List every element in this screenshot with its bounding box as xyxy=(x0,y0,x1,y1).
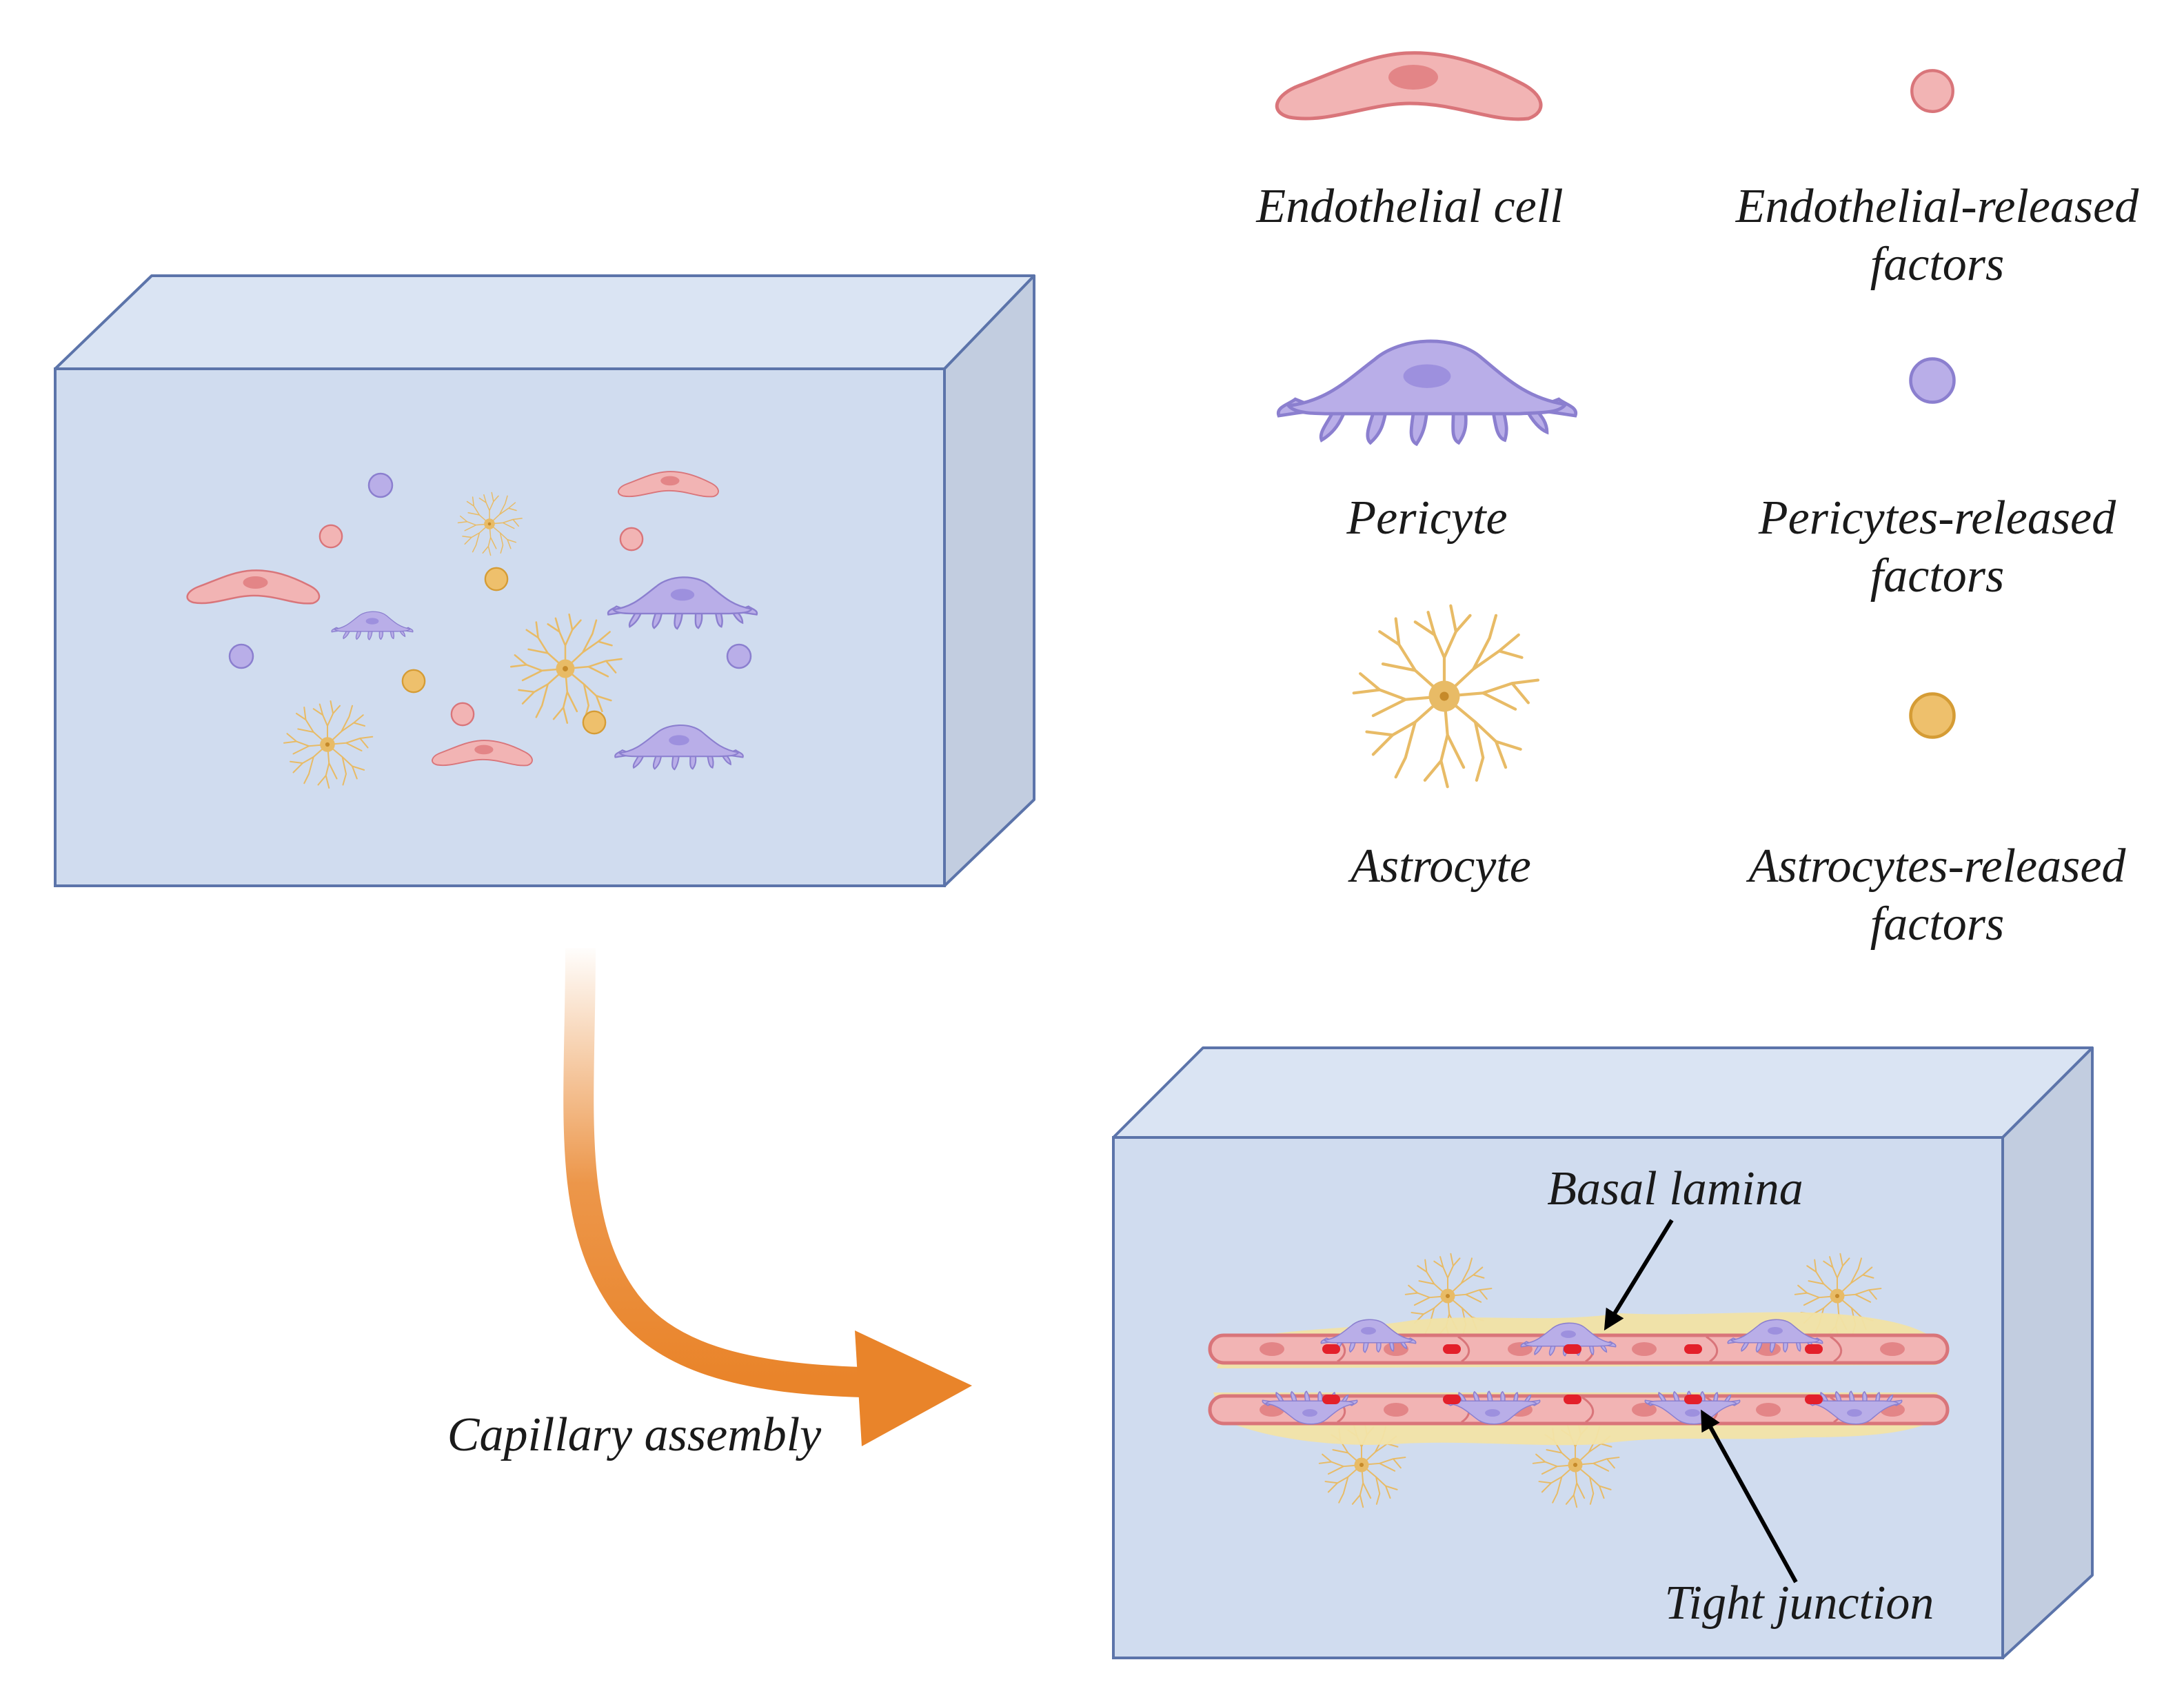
tight-junction xyxy=(1322,1344,1340,1354)
legend-astrocyte-icon xyxy=(1354,606,1538,787)
legend-astrocyte-factor-icon xyxy=(1911,694,1954,738)
astrocyte-factor xyxy=(582,710,607,735)
tight-junction xyxy=(1564,1395,1581,1404)
capillary-assembly-label: Capillary assembly xyxy=(447,1408,822,1461)
pericyte-factor xyxy=(367,472,394,498)
tight-junction xyxy=(1322,1395,1340,1404)
capillary-assembly-arrow xyxy=(563,947,972,1446)
legend xyxy=(1277,53,1954,787)
culture-box-capillary xyxy=(1112,1046,2094,1659)
endothelial-factor xyxy=(450,702,475,727)
tight-junction-label: Tight junction xyxy=(1664,1577,1934,1630)
legend-astrocyte-label: Astrocyte xyxy=(1351,840,1531,893)
basal-lamina-label: Basal lamina xyxy=(1547,1162,1803,1215)
legend-pericyte-icon xyxy=(1278,341,1576,444)
tight-junction xyxy=(1805,1344,1823,1354)
astrocyte-factor xyxy=(401,669,426,693)
pericyte-factor xyxy=(228,643,254,669)
tight-junction xyxy=(1564,1344,1581,1354)
endothelial-factor xyxy=(619,527,644,551)
tight-junction xyxy=(1684,1395,1702,1404)
pericyte-factor xyxy=(726,643,752,669)
legend-endothelial-cell-icon xyxy=(1277,53,1541,119)
endothelial-factor xyxy=(318,524,343,549)
legend-pericyte-factors-label: Pericytes-released factors xyxy=(1758,492,2116,603)
tight-junction xyxy=(1805,1395,1823,1404)
tight-junctions xyxy=(1322,1344,1823,1404)
tight-junction xyxy=(1443,1395,1461,1404)
legend-pericyte-factor-icon xyxy=(1911,359,1954,403)
tight-junction xyxy=(1684,1344,1702,1354)
culture-box-mixed xyxy=(54,274,1035,887)
legend-pericyte-label: Pericyte xyxy=(1346,492,1508,545)
legend-endothelial-cell-label: Endothelial cell xyxy=(1256,180,1564,233)
legend-endothelial-factors-label: Endothelial-released factors xyxy=(1735,180,2139,291)
basal-lamina-pointer xyxy=(1604,1219,1674,1331)
tight-junction xyxy=(1443,1344,1461,1354)
astrocyte-factor xyxy=(484,567,509,591)
legend-endothelial-factor-icon xyxy=(1912,70,1953,112)
tight-junction-pointer xyxy=(1701,1409,1798,1583)
legend-astrocyte-factors-label: Astrocytes-released factors xyxy=(1748,840,2126,951)
